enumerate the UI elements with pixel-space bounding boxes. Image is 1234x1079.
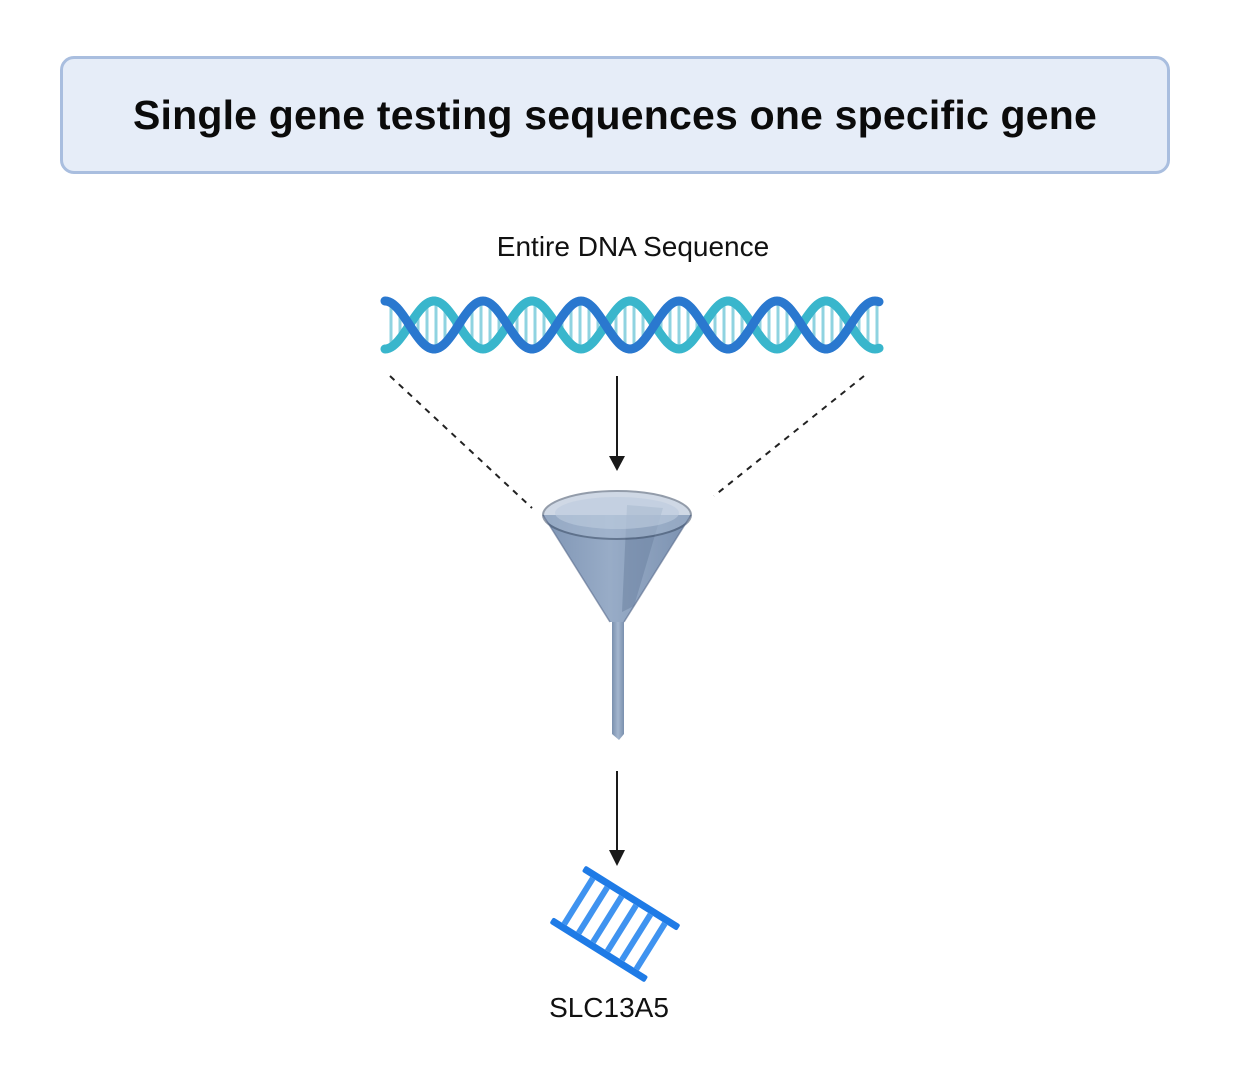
dashed-guide-left: [389, 375, 533, 509]
dashed-guide-right: [713, 375, 865, 497]
helix-strand-back: [380, 296, 884, 354]
dna-double-helix-icon: [380, 296, 884, 354]
helix-strand-front: [380, 296, 884, 354]
arrow-dna-to-funnel: [609, 376, 625, 471]
title-box: Single gene testing sequences one specif…: [60, 56, 1170, 174]
dna-sequence-label: Entire DNA Sequence: [496, 231, 770, 262]
dna-ladder-fragment-icon: [550, 866, 680, 982]
page-title: Single gene testing sequences one specif…: [132, 91, 1098, 138]
arrow-funnel-to-gene: [609, 771, 625, 866]
funnel-icon: [542, 490, 692, 740]
gene-name-label: SLC13A5: [549, 992, 669, 1023]
